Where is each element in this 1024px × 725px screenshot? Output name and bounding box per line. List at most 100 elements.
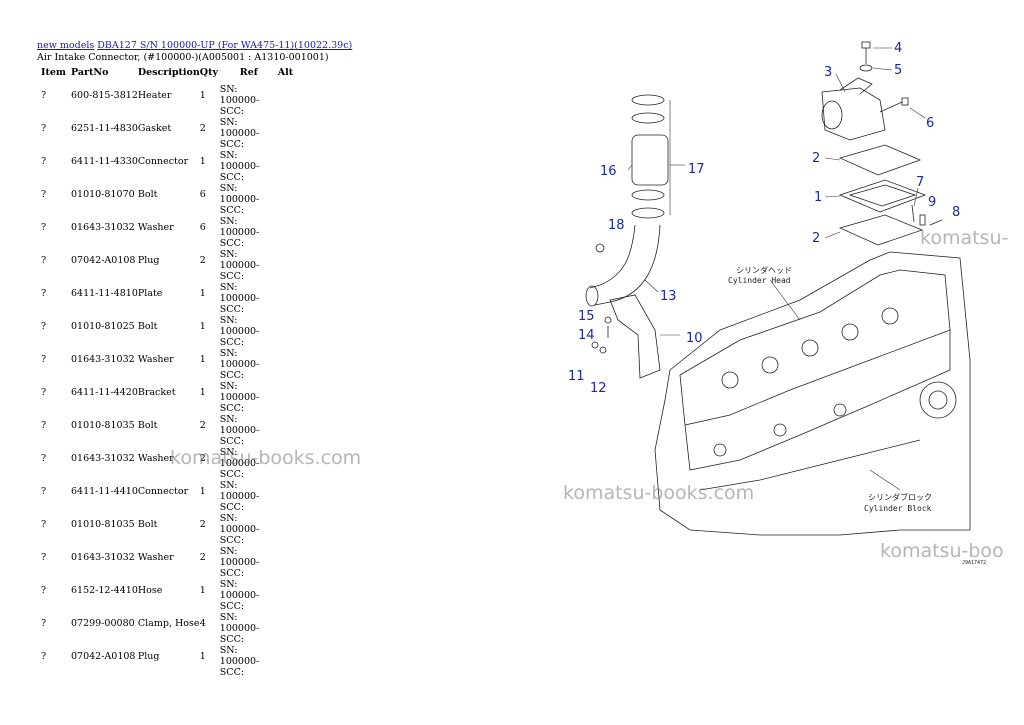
- cell-description-text: Bolt: [137, 420, 158, 431]
- watermark-3: komatsu-: [920, 227, 1009, 249]
- cell-description: Bolt: [138, 513, 200, 546]
- cell-description: Washer: [138, 216, 200, 249]
- cell-qty: 1: [200, 282, 220, 315]
- cell-qty: 1: [200, 480, 220, 513]
- leader-2b: [824, 231, 841, 239]
- bolt-6: [879, 101, 903, 113]
- cylinder-head-top: [679, 269, 951, 426]
- cell-ref-text: SN: 100000-SCC:: [219, 513, 260, 546]
- cell-ref: SN: 100000-SCC:: [220, 315, 278, 348]
- cylinder-head-front: [684, 330, 951, 471]
- cell-ref: SN: 100000-SCC:: [220, 117, 278, 150]
- intake-connector-flange: [839, 77, 873, 95]
- head-port-2: [761, 356, 779, 374]
- callout-5: 5: [894, 63, 902, 78]
- callout-4: 4: [894, 41, 902, 56]
- breadcrumb-model-link[interactable]: DBA127 S/N 100000-UP (For WA475-11)(1002…: [97, 40, 353, 51]
- cell-item: ?: [37, 414, 71, 447]
- cell-qty: 4: [200, 612, 220, 645]
- cell-item: ?: [37, 84, 71, 117]
- cell-description: Bolt: [138, 414, 200, 447]
- cell-description-text: Washer: [137, 552, 174, 563]
- cell-ref-text: SN: 100000-SCC:: [219, 84, 260, 117]
- cell-qty-text: 2: [199, 420, 206, 431]
- cell-qty-text: 1: [199, 354, 206, 365]
- cell-item: ?: [37, 480, 71, 513]
- leader-16: [627, 164, 633, 171]
- leader-6: [909, 107, 926, 119]
- cell-description: Plate: [138, 282, 200, 315]
- cell-alt: [278, 84, 293, 117]
- cell-qty: 1: [200, 315, 220, 348]
- cell-ref-text: SN: 100000-SCC:: [219, 645, 260, 678]
- hose-clamp-4: [631, 207, 665, 219]
- cell-description-text: Bolt: [137, 189, 158, 200]
- cell-partno: 01010-81035: [71, 513, 138, 546]
- cell-ref-text: SN: 100000-SCC:: [219, 612, 260, 645]
- cell-item: ?: [37, 645, 71, 678]
- cell-ref-text: SN: 100000-SCC:: [219, 414, 260, 447]
- cell-alt: [278, 414, 293, 447]
- hose-16: [631, 134, 669, 186]
- cell-description: Bracket: [138, 381, 200, 414]
- cell-item-text: ?: [41, 420, 47, 431]
- cell-description: Bolt: [138, 315, 200, 348]
- hose-clamp-3: [631, 189, 665, 201]
- cell-partno: 01010-81070: [71, 183, 138, 216]
- col-header-item: Item: [41, 67, 66, 78]
- cell-ref-text: SN: 100000-SCC:: [219, 315, 260, 348]
- leader-2a: [824, 157, 841, 161]
- plug-9: [919, 214, 926, 226]
- intake-connector-port: [821, 100, 843, 130]
- heater-grid: [848, 184, 917, 207]
- cell-partno: 6251-11-4830: [71, 117, 138, 150]
- cell-description: Washer: [138, 348, 200, 381]
- cell-alt: [278, 579, 293, 612]
- cell-description: Bolt: [138, 183, 200, 216]
- cell-qty-text: 1: [199, 585, 206, 596]
- cell-qty: 2: [200, 546, 220, 579]
- cell-item: ?: [37, 546, 71, 579]
- cell-item-text: ?: [41, 156, 47, 167]
- col-header-alt: Alt: [277, 67, 294, 78]
- cell-ref-text: SN: 100000-SCC:: [219, 183, 260, 216]
- watermark-4: komatsu-boo: [880, 540, 1004, 562]
- leader-cylinder-head: [769, 279, 801, 321]
- crank-bore-inner: [928, 390, 948, 410]
- cell-alt: [278, 645, 293, 678]
- cell-qty-text: 2: [199, 255, 206, 266]
- cell-qty-text: 1: [199, 486, 206, 497]
- cell-partno-text: 6251-11-4830: [71, 123, 138, 134]
- cell-ref-text: SN: 100000-SCC:: [219, 348, 260, 381]
- cell-description-text: Bracket: [137, 387, 176, 398]
- cell-qty-text: 1: [199, 90, 206, 101]
- cell-partno-text: 07042-A0108: [71, 651, 136, 662]
- washer-15: [604, 316, 612, 324]
- bolt-11: [591, 341, 599, 349]
- cell-ref-text: SN: 100000-SCC:: [219, 579, 260, 612]
- cell-item: ?: [37, 348, 71, 381]
- cell-qty-text: 2: [199, 123, 206, 134]
- cell-item: ?: [37, 150, 71, 183]
- cell-partno: 6152-12-4410: [71, 579, 138, 612]
- cell-description: Connector: [138, 150, 200, 183]
- cell-ref-text: SN: 100000-SCC:: [219, 381, 260, 414]
- cell-qty-text: 2: [199, 552, 206, 563]
- cell-qty: 2: [200, 513, 220, 546]
- cell-qty: 1: [200, 84, 220, 117]
- hose-clamp-1: [631, 94, 665, 106]
- cell-qty-text: 2: [199, 453, 206, 464]
- callout-14: 14: [578, 328, 595, 343]
- watermark-2: komatsu-books.com: [563, 482, 755, 504]
- cell-item-text: ?: [41, 552, 47, 563]
- cell-ref-text: SN: 100000-SCC:: [219, 447, 260, 480]
- cell-partno-text: 01010-81035: [71, 420, 135, 431]
- cell-alt: [278, 381, 293, 414]
- cell-partno-text: 600-815-3812: [71, 90, 138, 101]
- breadcrumb-new-models-link[interactable]: new models: [37, 40, 95, 51]
- drawing-code: J9A17472: [962, 560, 986, 566]
- cell-item-text: ?: [41, 321, 47, 332]
- cell-item: ?: [37, 315, 71, 348]
